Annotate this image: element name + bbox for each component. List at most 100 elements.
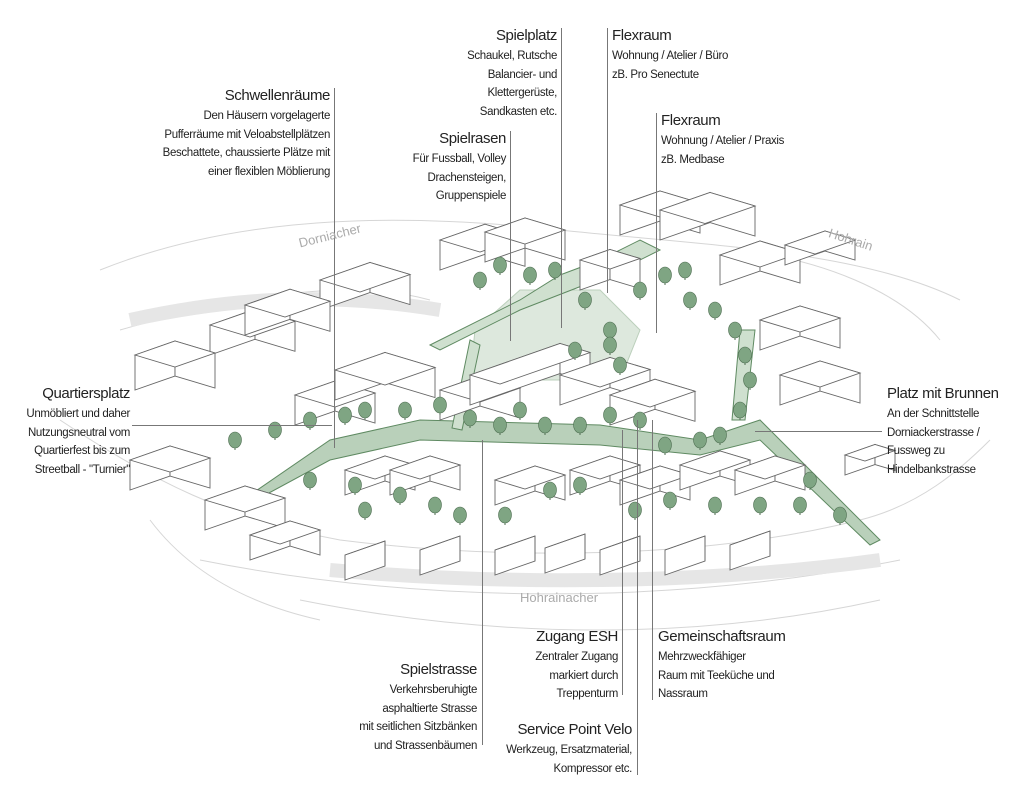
tree-icon — [683, 291, 697, 310]
annotation-text: Raum mit Teeküche und — [658, 669, 775, 682]
annotation-title: Gemeinschaftsraum — [658, 628, 786, 645]
annotation-text: Wohnung / Atelier / Praxis — [661, 135, 785, 147]
annotation-text: asphaltierte Strasse — [382, 702, 477, 715]
annotation-text: Beschattete, chaussierte Plätze mit — [162, 147, 331, 159]
annotation-text: Wohnung / Atelier / Büro — [612, 50, 729, 62]
tree-icon — [358, 501, 372, 520]
building — [664, 535, 706, 576]
tree-icon — [433, 396, 447, 415]
building — [778, 360, 862, 406]
leader-line — [561, 28, 562, 328]
annotation-spielplatz: Spielplatz Schaukel, Rutsche Balancier- … — [467, 26, 557, 121]
annotation-text: Treppenturm — [556, 688, 618, 700]
tree-icon — [753, 496, 767, 515]
building — [783, 230, 857, 266]
annotation-title: Spielrasen — [439, 130, 506, 147]
tree-icon — [708, 496, 722, 515]
annotation-text: und Strassenbäumen — [373, 739, 477, 752]
annotation-text: Sandkasten etc. — [479, 105, 558, 118]
building — [578, 248, 642, 291]
tree-icon — [428, 496, 442, 515]
annotation-title: Platz mit Brunnen — [887, 385, 999, 402]
annotation-text: Quartierfest bis zum — [34, 445, 130, 457]
annotation-text: Für Fussball, Volley — [412, 153, 507, 165]
annotation-service-point-velo: Service Point Velo Werkzeug, Ersatzmater… — [506, 720, 632, 778]
tree-icon — [708, 301, 722, 320]
annotation-zugang-esh: Zugang ESH Zentraler Zugang markiert dur… — [535, 627, 618, 704]
annotation-text: Klettergerüste, — [487, 87, 557, 99]
tree-icon — [658, 436, 672, 455]
annotation-flexraum-2: Flexraum Wohnung / Atelier / Praxis zB. … — [661, 111, 784, 169]
leader-line — [637, 420, 638, 775]
tree-icon — [633, 281, 647, 300]
annotation-flexraum-1: Flexraum Wohnung / Atelier / Büro zB. Pr… — [612, 26, 728, 84]
tree-icon — [393, 486, 407, 505]
building — [483, 217, 567, 263]
annotation-title: Spielplatz — [495, 27, 557, 44]
annotation-text: Verkehrsberuhigte — [389, 684, 478, 696]
annotation-title: Schwellenräume — [224, 87, 331, 104]
building — [419, 535, 461, 576]
tree-icon — [473, 271, 487, 290]
tree-icon — [573, 416, 587, 435]
tree-icon — [733, 401, 747, 420]
tree-icon — [658, 266, 672, 285]
annotation-title: Service Point Velo — [517, 721, 632, 738]
annotation-title: Flexraum — [661, 112, 721, 129]
building — [128, 445, 212, 491]
building — [333, 351, 437, 401]
leader-line — [334, 88, 335, 448]
tree-icon — [398, 401, 412, 420]
tree-icon — [348, 476, 362, 495]
annotation-quartiersplatz: Quartiersplatz Unmöbliert und daher Nutz… — [26, 384, 130, 479]
annotation-text: Nutzungsneutral vom — [27, 426, 130, 439]
building — [203, 485, 287, 531]
tree-icon — [568, 341, 582, 360]
leader-line — [656, 113, 657, 333]
tree-icon — [493, 256, 507, 275]
tree-icon — [633, 411, 647, 430]
annotation-text: Werkzeug, Ersatzmaterial, — [506, 744, 632, 756]
annotation-text: Unmöbliert und daher — [26, 408, 130, 420]
leader-line — [622, 430, 623, 695]
leader-line — [652, 420, 653, 700]
tree-icon — [678, 261, 692, 280]
building — [729, 530, 771, 571]
tree-icon — [743, 371, 757, 390]
building — [494, 535, 536, 576]
annotation-text: Pufferräume mit Veloabstellplätzen — [164, 128, 330, 141]
annotation-text: Zentraler Zugang — [535, 651, 618, 663]
building — [318, 261, 412, 311]
annotation-text: einer flexiblen Möblierung — [208, 165, 330, 178]
tree-icon — [358, 401, 372, 420]
annotation-title: Spielstrasse — [400, 661, 477, 678]
tree-icon — [713, 426, 727, 445]
tree-icon — [303, 471, 317, 490]
annotation-text: Kompressor etc. — [553, 762, 633, 775]
leader-line — [132, 425, 332, 426]
annotation-text: Streetball - "Turnier" — [34, 463, 131, 476]
annotation-text: Schaukel, Rutsche — [467, 50, 557, 62]
annotation-platz-mit-brunnen: Platz mit Brunnen An der Schnittstelle D… — [887, 384, 999, 479]
annotation-title: Zugang ESH — [536, 628, 618, 645]
tree-icon — [548, 261, 562, 280]
annotation-text: Fussweg zu — [887, 445, 945, 457]
annotation-text: Gruppenspiele — [435, 190, 507, 202]
tree-icon — [463, 409, 477, 428]
tree-icon — [793, 496, 807, 515]
annotation-text: mit seitlichen Sitzbänken — [359, 721, 477, 733]
tree-icon — [338, 406, 352, 425]
building — [544, 533, 586, 574]
annotation-text: Den Häusern vorgelagerte — [203, 110, 331, 122]
annotation-text: Nassraum — [658, 688, 708, 700]
tree-icon — [573, 476, 587, 495]
tree-icon — [543, 481, 557, 500]
annotation-text: An der Schnittstelle — [887, 408, 980, 420]
building — [243, 288, 332, 336]
tree-icon — [303, 411, 317, 430]
annotation-text: Mehrzweckfähiger — [658, 651, 746, 663]
annotation-title: Flexraum — [612, 27, 672, 44]
building — [133, 340, 217, 391]
tree-icon — [663, 491, 677, 510]
